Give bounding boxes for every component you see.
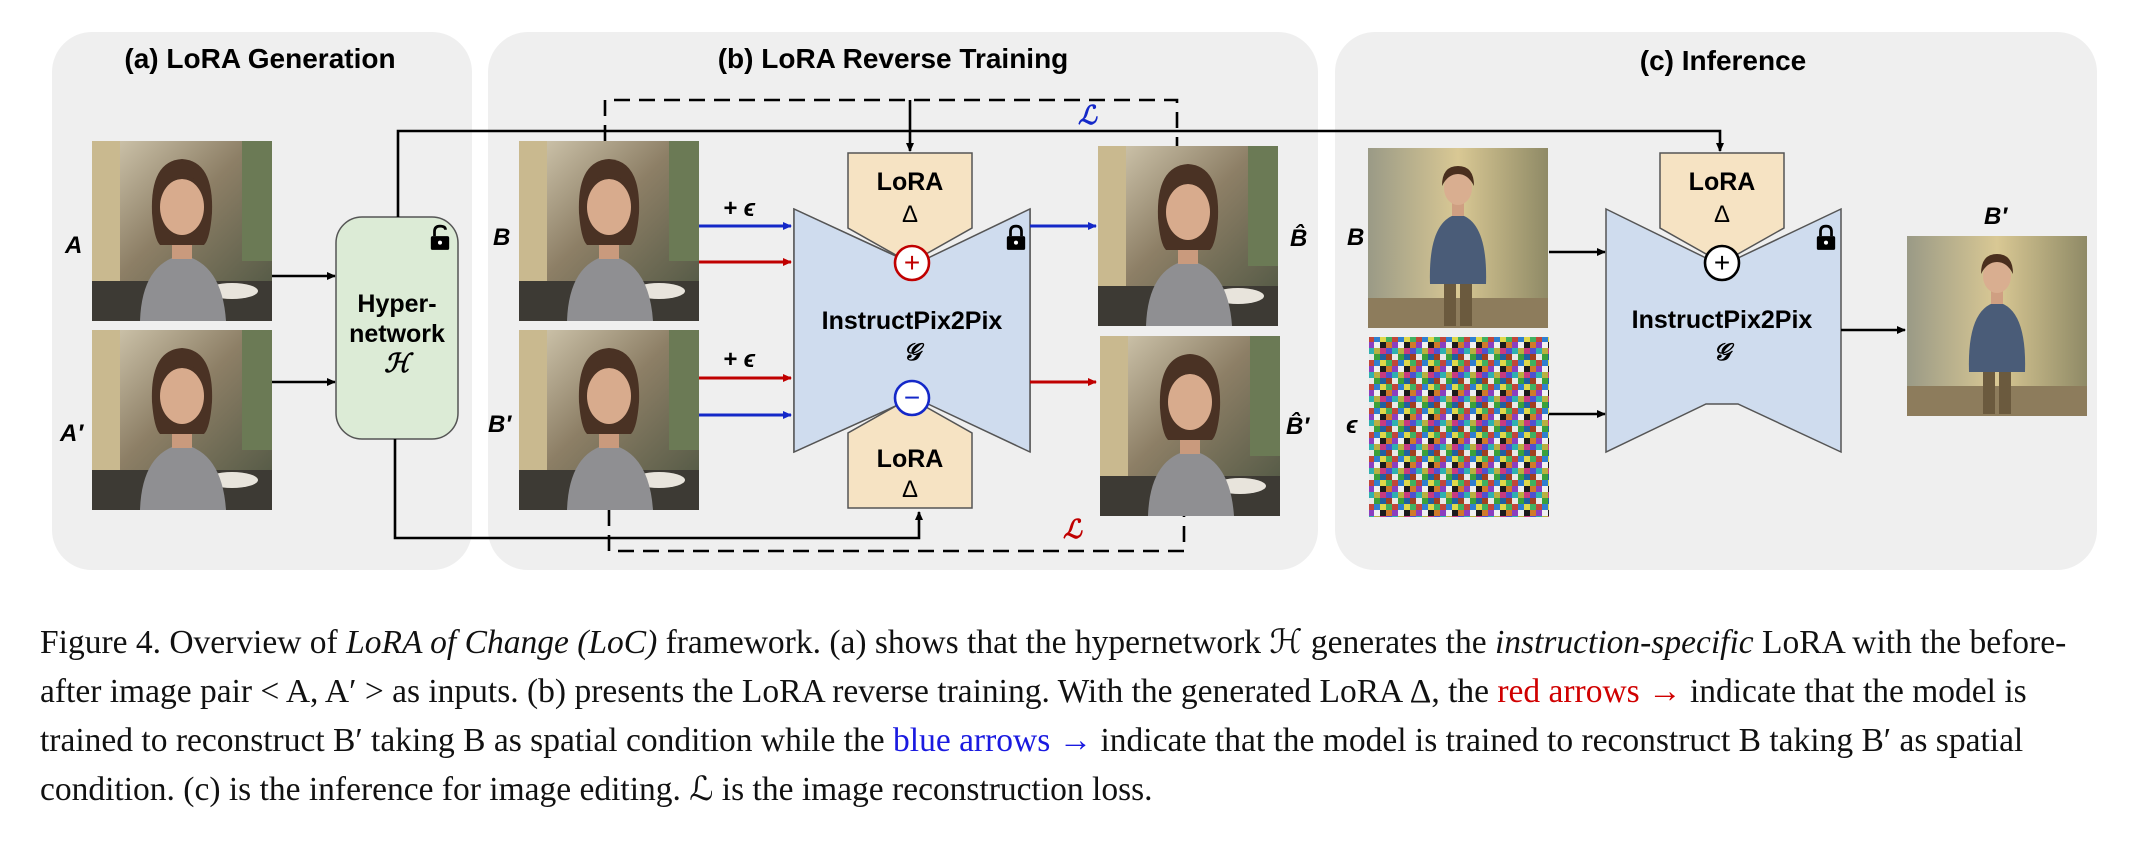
label-A-prime: A′ (59, 420, 84, 447)
arrow-hyper-to-bottom-lora (393, 439, 923, 540)
noise-label-top: + ϵ (723, 195, 756, 222)
image-noise (1369, 337, 1549, 517)
lora-infer-box (1659, 152, 1785, 264)
image-B-prime-output (1907, 236, 2087, 416)
panel-b-title: (b) LoRA Reverse Training (718, 43, 1069, 74)
label-epsilon: ϵ (1346, 412, 1358, 439)
caption-loc: LoRA of Change (LoC) (346, 624, 658, 661)
label-B-prime-train: B′ (488, 411, 512, 438)
lora-bottom-symbol: Δ (902, 476, 918, 503)
plus-op-train (893, 244, 931, 282)
caption-t3: LoRA with the before-after image pair < … (40, 624, 2067, 710)
panel-a-title: (a) LoRA Generation (124, 43, 395, 74)
figure-caption: Figure 4. Overview of LoRA of Change (Lo… (40, 618, 2106, 814)
image-A-prime (92, 330, 272, 510)
arrow-hyper-to-inference-lora (396, 129, 1724, 217)
image-B-train (519, 141, 699, 321)
panel-c-title: (c) Inference (1640, 45, 1807, 76)
minus-op-train (893, 379, 931, 417)
loss-label-bottom: ℒ (1063, 514, 1083, 544)
noise-label-bottom: + ϵ (723, 346, 756, 373)
caption-red-arrows: red arrows → (1497, 673, 1682, 710)
lora-bottom-name: LoRA (877, 445, 944, 473)
label-B-hat: B̂ (1290, 224, 1307, 252)
hypernetwork-symbol: ℋ (384, 348, 414, 378)
caption-t4: indicate that the model is trained to re… (40, 673, 2027, 759)
lora-bottom-box (847, 397, 973, 509)
caption-t5: indicate that the model is trained to re… (40, 722, 2024, 808)
lora-infer-symbol: Δ (1714, 201, 1730, 228)
hypernetwork-label-1: Hyper- (357, 290, 436, 318)
image-B-infer (1368, 148, 1548, 328)
image-B-hat (1098, 146, 1278, 326)
loss-label-top: ℒ (1078, 100, 1098, 130)
model-infer-name: InstructPix2Pix (1632, 306, 1813, 334)
model-train-symbol: 𝒢 (903, 339, 924, 366)
caption-blue-arrows: blue arrows → (893, 722, 1093, 759)
plus-op-infer (1703, 244, 1741, 282)
lora-top-box (847, 152, 973, 264)
caption-t2: framework. (a) shows that the hypernetwo… (657, 624, 1495, 661)
minus-op-train-symbol: − (904, 382, 920, 413)
loss-loop-bottom (607, 510, 1186, 553)
caption-fig: Figure 4. (40, 624, 161, 661)
loss-loop-top (603, 98, 1179, 150)
hypernetwork-label-2: network (349, 320, 445, 348)
label-B-train: B (493, 224, 510, 251)
lora-top-symbol: Δ (902, 201, 918, 228)
plus-op-train-symbol: + (904, 247, 920, 278)
framework-diagram: (a) LoRA Generation (b) LoRA Reverse Tra… (52, 32, 2097, 570)
label-B-infer: B (1347, 224, 1364, 251)
caption-t1: Overview of (160, 624, 347, 661)
image-B-prime-hat (1100, 336, 1280, 516)
plus-op-infer-symbol: + (1714, 247, 1730, 278)
image-B-prime-train (519, 330, 699, 510)
model-infer-symbol: 𝒢 (1713, 339, 1734, 366)
caption-spec: instruction-specific (1494, 624, 1754, 661)
lora-top-name: LoRA (877, 168, 944, 196)
image-A (92, 141, 272, 321)
label-B-prime-hat: B̂′ (1286, 412, 1310, 440)
model-train-name: InstructPix2Pix (822, 307, 1003, 335)
lora-infer-name: LoRA (1689, 168, 1756, 196)
label-A: A (64, 232, 82, 259)
label-B-prime-output: B′ (1984, 203, 2008, 230)
